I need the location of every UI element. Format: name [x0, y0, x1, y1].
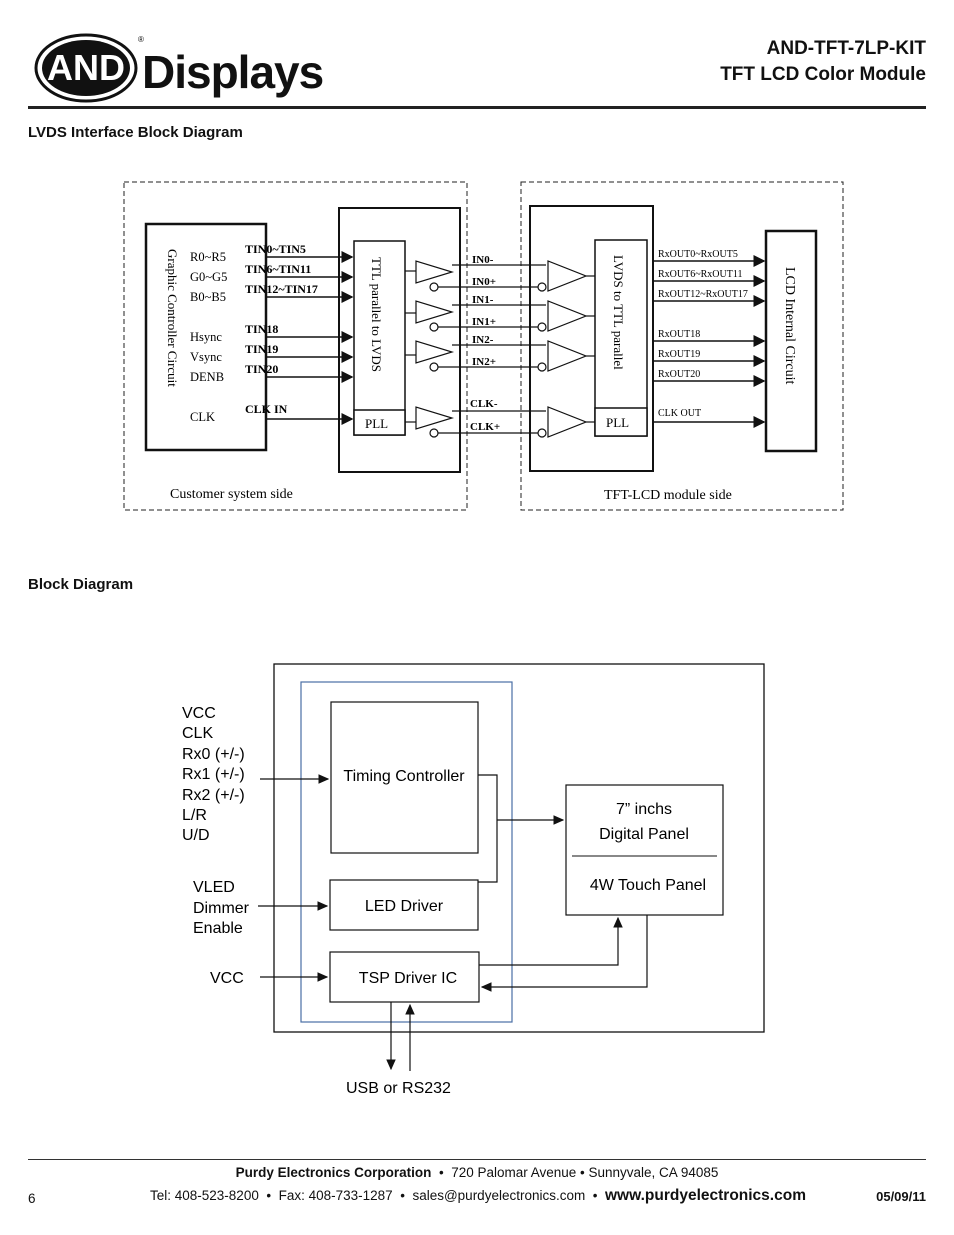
tx-driver [415, 260, 455, 284]
customer-side-label: Customer system side [170, 487, 293, 502]
module-block-diagram: Timing Controller LED Driver TSP Driver … [182, 663, 765, 1097]
rx-receiver [547, 300, 588, 332]
pair-label: IN1- [472, 294, 494, 306]
panel-box [565, 784, 724, 916]
graphic-controller-box [144, 222, 268, 452]
revision-date: 05/09/11 [876, 1189, 926, 1204]
footer-email[interactable]: sales@purdyelectronics.com [412, 1188, 586, 1203]
lvds-to-ttl-box [594, 239, 648, 437]
led-input-label: VLED [193, 879, 235, 896]
tx-pll-label: PLL [365, 416, 388, 431]
module-side-box [520, 181, 844, 511]
pair-label: IN2- [472, 334, 494, 346]
timing-input-label: CLK [182, 725, 213, 742]
graphic-controller-label: Graphic Controller Circuit [165, 249, 180, 387]
timing-input-label: Rx0 (+/-) [182, 746, 245, 763]
rx-label: RxOUT0~RxOUT5 [658, 249, 738, 260]
pair-label: IN2+ [472, 356, 496, 368]
pair-label: IN0- [472, 254, 494, 266]
touch-panel-label: 4W Touch Panel [590, 877, 706, 894]
footer-divider [28, 1159, 926, 1160]
lvds-section-title: LVDS Interface Block Diagram [28, 124, 243, 141]
usb-label: USB or RS232 [346, 1080, 451, 1097]
pair-label: IN1+ [472, 316, 496, 328]
tsp-input-label: VCC [210, 970, 244, 987]
rx-pll-label: PLL [606, 415, 629, 430]
digital-panel-label: Digital Panel [599, 826, 689, 843]
tin-label: TIN6~TIN11 [245, 262, 311, 276]
footer-company-line: Purdy Electronics Corporation • 720 Palo… [235, 1165, 719, 1180]
gc-pin: B0~B5 [190, 290, 226, 304]
rx-label: RxOUT12~RxOUT17 [658, 289, 748, 300]
panel-size-label: 7” inchs [616, 801, 672, 818]
footer-fax: Fax: 408-733-1287 [278, 1188, 393, 1203]
led-driver-label: LED Driver [365, 898, 444, 915]
led-input-label: Enable [193, 920, 243, 937]
rx-label: RxOUT18 [658, 329, 700, 340]
rx-label: RxOUT19 [658, 349, 700, 360]
gc-pin: R0~R5 [190, 250, 226, 264]
pair-label: IN0+ [472, 276, 496, 288]
company-address: 720 Palomar Avenue • Sunnyvale, CA 94085 [451, 1165, 719, 1180]
module-side-label: TFT-LCD module side [604, 488, 732, 503]
tin-label: CLK IN [245, 402, 288, 416]
tin-label: TIN20 [245, 362, 278, 376]
tx-driver [415, 406, 455, 430]
led-input-label: Dimmer [193, 900, 250, 917]
timing-input-label: Rx2 (+/-) [182, 787, 245, 804]
rx-pll-box [594, 407, 648, 437]
customer-side-box [123, 181, 468, 511]
tin-label: TIN12~TIN17 [245, 282, 318, 296]
ttl-to-lvds-label: TTL parallel to LVDS [369, 257, 384, 372]
timing-input-label: Rx1 (+/-) [182, 766, 245, 783]
lvds-to-ttl-label: LVDS to TTL parallel [611, 255, 626, 370]
tin-label: TIN0~TIN5 [245, 242, 306, 256]
timing-input-label: U/D [182, 827, 210, 844]
lcd-internal-box [764, 229, 818, 453]
timing-controller-box [330, 701, 479, 854]
svg-text:AND: AND [47, 47, 125, 88]
timing-controller-label: Timing Controller [343, 768, 465, 785]
timing-input-label: VCC [182, 705, 216, 722]
tx-driver [415, 340, 455, 364]
gc-pin: CLK [190, 410, 215, 424]
pair-label: CLK+ [470, 421, 500, 433]
rx-receiver [547, 340, 588, 372]
lvds-block-diagram: Graphic Controller Circuit R0~R5 G0~G5 B… [123, 181, 844, 511]
company-name: Purdy Electronics Corporation [235, 1165, 432, 1180]
svg-text:®: ® [138, 35, 144, 44]
gc-pin: Hsync [190, 330, 222, 344]
gc-pin: DENB [190, 370, 224, 384]
controller-board-box [300, 681, 513, 1023]
rx-label: CLK OUT [658, 408, 701, 419]
rx-label: RxOUT6~RxOUT11 [658, 269, 742, 280]
tin-label: TIN18 [245, 322, 278, 336]
tin-label: TIN19 [245, 342, 278, 356]
pair-label: CLK- [470, 398, 498, 410]
footer-contact-line: Tel: 408-523-8200 • Fax: 408-733-1287 • … [150, 1187, 806, 1204]
page-number: 6 [28, 1191, 36, 1206]
gc-pin: G0~G5 [190, 270, 227, 284]
svg-text:Displays: Displays [142, 46, 323, 98]
footer-website-link[interactable]: www.purdyelectronics.com [605, 1187, 806, 1204]
rx-receiver [547, 406, 588, 438]
block-section-title: Block Diagram [28, 576, 134, 593]
rx-label: RxOUT20 [658, 369, 700, 380]
document-title: AND-TFT-7LP-KIT [766, 38, 926, 59]
led-driver-box [329, 879, 479, 931]
tsp-driver-box [329, 951, 480, 1003]
document-subtitle: TFT LCD Color Module [720, 64, 926, 85]
rx-receiver [547, 260, 588, 292]
footer-tel: Tel: 408-523-8200 [150, 1188, 259, 1203]
ttl-to-lvds-box [353, 240, 406, 436]
header-divider [28, 106, 926, 109]
and-displays-logo: AND ® Displays [34, 33, 324, 103]
timing-input-label: L/R [182, 807, 207, 824]
tsp-driver-label: TSP Driver IC [359, 970, 457, 987]
gc-pin: Vsync [190, 350, 222, 364]
lcd-internal-label: LCD Internal Circuit [782, 267, 797, 385]
tx-driver [415, 300, 455, 324]
